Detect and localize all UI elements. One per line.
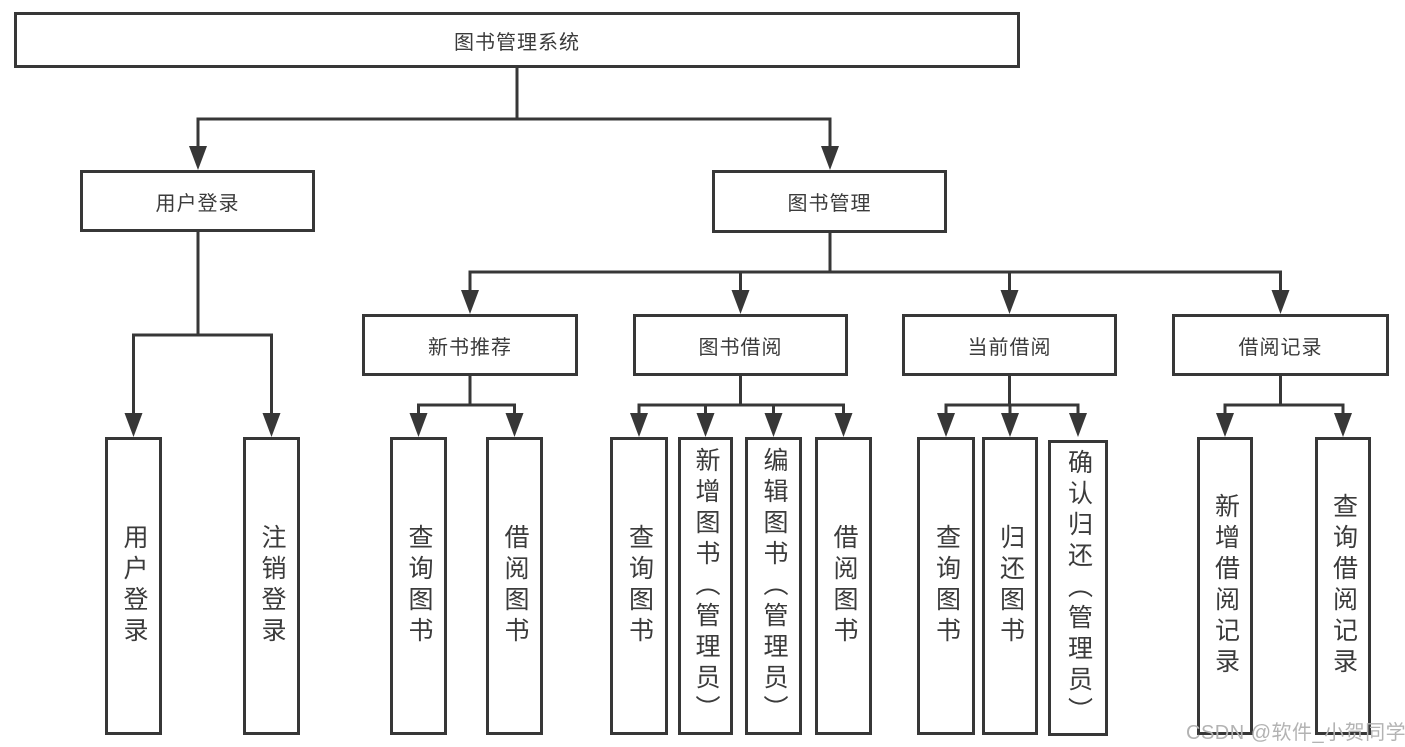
arrow-down-icon — [821, 146, 839, 170]
leaf-add-book-admin: 新增图书（管理员） — [678, 437, 733, 735]
leaf-query-book-1: 查询图书 — [390, 437, 447, 735]
arrow-down-icon — [731, 290, 750, 314]
leaf-confirm-return-admin: 确认归还（管理员） — [1048, 440, 1108, 736]
arrow-down-icon — [937, 413, 955, 437]
leaf-borrow-book-2: 借阅图书 — [815, 437, 872, 735]
leaf-logout: 注销登录 — [243, 437, 300, 735]
arrow-down-icon — [409, 413, 428, 437]
arrow-down-icon — [834, 413, 853, 437]
node-book-borrow: 图书借阅 — [633, 314, 848, 376]
arrow-down-icon — [505, 413, 524, 437]
arrow-down-icon — [1000, 290, 1019, 314]
arrow-down-icon — [1069, 413, 1087, 437]
arrow-down-icon — [764, 413, 783, 437]
node-borrow-records: 借阅记录 — [1172, 314, 1389, 376]
leaf-edit-book-admin: 编辑图书（管理员） — [745, 437, 802, 735]
node-current-borrow: 当前借阅 — [902, 314, 1117, 376]
leaf-query-book-2: 查询图书 — [610, 437, 668, 735]
node-user-login: 用户登录 — [80, 170, 315, 232]
arrow-down-icon — [461, 290, 479, 314]
leaf-add-borrow-record: 新增借阅记录 — [1197, 437, 1253, 735]
arrow-down-icon — [189, 146, 207, 170]
arrow-down-icon — [124, 413, 143, 437]
arrow-down-icon — [1334, 413, 1352, 437]
leaf-query-borrow-record: 查询借阅记录 — [1315, 437, 1371, 735]
arrow-down-icon — [696, 413, 715, 437]
leaf-return-book: 归还图书 — [982, 437, 1038, 735]
leaf-user-login: 用户登录 — [105, 437, 162, 735]
arrow-down-icon — [1271, 290, 1290, 314]
watermark-text: CSDN @软件_小贺同学 — [1186, 722, 1405, 744]
node-new-book-recommend: 新书推荐 — [362, 314, 578, 376]
leaf-query-book-3: 查询图书 — [917, 437, 975, 735]
node-book-management: 图书管理 — [712, 170, 947, 233]
arrowheads — [124, 146, 1352, 437]
arrow-down-icon — [1216, 413, 1234, 437]
arrow-down-icon — [630, 413, 648, 437]
arrow-down-icon — [1001, 413, 1019, 437]
node-root: 图书管理系统 — [14, 12, 1020, 68]
arrow-down-icon — [262, 413, 281, 437]
leaf-borrow-book-1: 借阅图书 — [486, 437, 543, 735]
